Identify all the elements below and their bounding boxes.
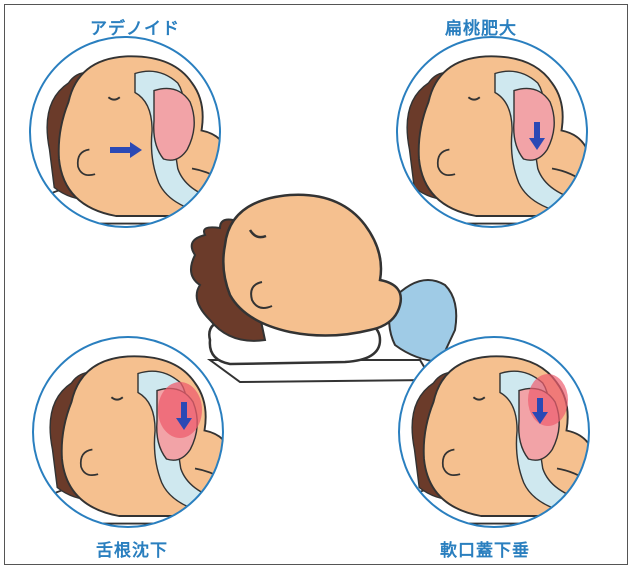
panel-adenoid — [30, 37, 240, 227]
panel-tongue-base-drop — [33, 337, 243, 527]
panel-soft-palate-drop — [399, 337, 605, 527]
panel-tonsil-hypertrophy — [397, 37, 600, 227]
center-sleeper — [191, 195, 456, 382]
